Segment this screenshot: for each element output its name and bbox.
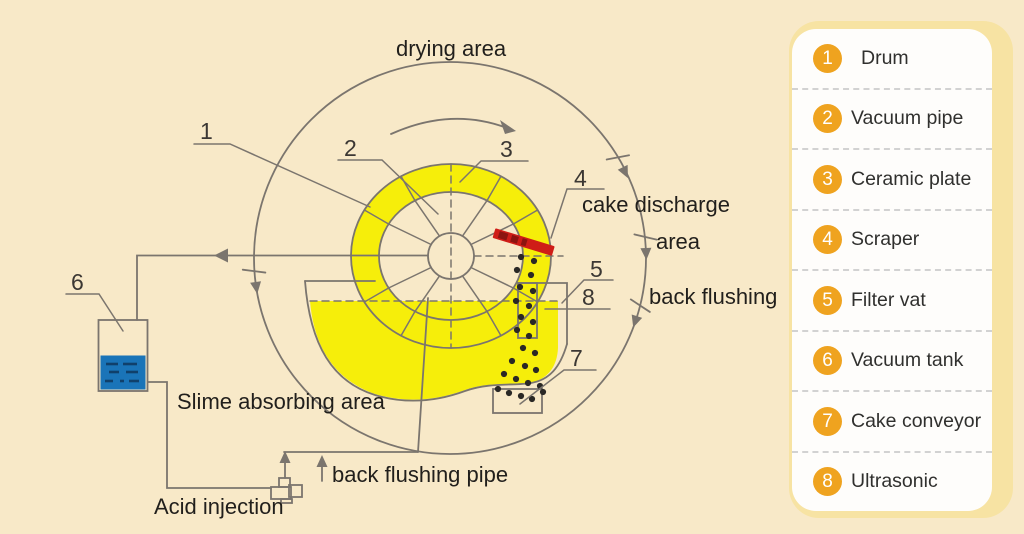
legend-label-drum: Drum bbox=[861, 46, 909, 69]
legend-badge-6: 6 bbox=[813, 346, 842, 376]
up-arrow-icon bbox=[279, 451, 291, 463]
legend-item-vacuum-pipe: 2 Vacuum pipe bbox=[792, 90, 992, 150]
callout-7: 7 bbox=[570, 345, 583, 371]
callout-6: 6 bbox=[71, 269, 84, 295]
label-acid-injection: Acid injection bbox=[154, 494, 284, 519]
legend-label-cake-conveyor: Cake conveyor bbox=[851, 409, 982, 432]
legend-badge-2: 2 bbox=[813, 104, 842, 134]
legend-label-filter-vat: Filter vat bbox=[851, 288, 926, 311]
legend-badge-3: 3 bbox=[813, 164, 842, 194]
legend-badge-1: 1 bbox=[813, 43, 842, 73]
label-back-flushing-pipe: back flushing pipe bbox=[332, 462, 508, 487]
legend-item-cake-conveyor: 7 Cake conveyor bbox=[792, 392, 992, 453]
legend-label-ceramic-plate: Ceramic plate bbox=[851, 167, 972, 190]
legend-panel: 1 Drum 2 Vacuum pipe 3 Ceramic plate 4 S… bbox=[792, 29, 992, 511]
label-drying-area: drying area bbox=[396, 36, 507, 61]
rotation-arrow bbox=[390, 117, 516, 135]
label-slime-absorbing-area: Slime absorbing area bbox=[177, 389, 386, 414]
legend-label-ultrasonic: Ultrasonic bbox=[851, 470, 938, 493]
legend-item-ultrasonic: 8 Ultrasonic bbox=[792, 453, 992, 512]
legend-badge-7: 7 bbox=[813, 406, 842, 436]
legend-item-ceramic-plate: 3 Ceramic plate bbox=[792, 150, 992, 211]
callout-2: 2 bbox=[344, 135, 357, 161]
pipes bbox=[136, 248, 429, 489]
legend-badge-5: 5 bbox=[813, 285, 842, 315]
back-flushing-riser bbox=[417, 297, 429, 453]
callout-8: 8 bbox=[582, 284, 595, 310]
legend-item-vacuum-tank: 6 Vacuum tank bbox=[792, 332, 992, 392]
callout-3: 3 bbox=[500, 136, 513, 162]
zone-mark-upper-right bbox=[605, 154, 630, 179]
callout-1: 1 bbox=[200, 118, 213, 144]
scraper-blade bbox=[492, 228, 555, 256]
label-back-flushing: back flushing bbox=[649, 284, 777, 309]
up-arrow-icon bbox=[316, 455, 328, 467]
tank-water bbox=[100, 355, 146, 390]
legend-badge-4: 4 bbox=[813, 225, 842, 255]
legend-badge-8: 8 bbox=[813, 467, 842, 497]
legend-label-vacuum-tank: Vacuum tank bbox=[851, 349, 964, 372]
callout-leaders bbox=[65, 143, 614, 405]
cake-conveyor-box bbox=[492, 388, 543, 414]
cake-particles bbox=[494, 253, 547, 403]
zone-mark-left bbox=[241, 268, 267, 294]
flow-arrow-left-icon bbox=[214, 248, 228, 263]
label-cake-discharge: cake discharge bbox=[582, 192, 730, 217]
legend-item-scraper: 4 Scraper bbox=[792, 211, 992, 271]
legend-label-vacuum-pipe: Vacuum pipe bbox=[851, 107, 964, 130]
drain-pipe bbox=[147, 381, 272, 489]
vacuum-tank bbox=[97, 319, 149, 392]
callout-5: 5 bbox=[590, 256, 603, 282]
zone-mark-lower-right bbox=[629, 298, 651, 328]
drum-segment-dividers bbox=[363, 175, 539, 337]
legend-item-filter-vat: 5 Filter vat bbox=[792, 271, 992, 332]
zone-mark-right bbox=[633, 233, 658, 260]
legend-item-drum: 1 Drum bbox=[792, 29, 992, 90]
acid-injection-pump bbox=[270, 477, 303, 504]
label-cake-discharge-area: area bbox=[656, 229, 701, 254]
suction-pipe bbox=[136, 254, 429, 321]
callout-4: 4 bbox=[574, 165, 587, 191]
legend-label-scraper: Scraper bbox=[851, 228, 920, 251]
vacuum-pipe-spokes bbox=[387, 199, 515, 313]
